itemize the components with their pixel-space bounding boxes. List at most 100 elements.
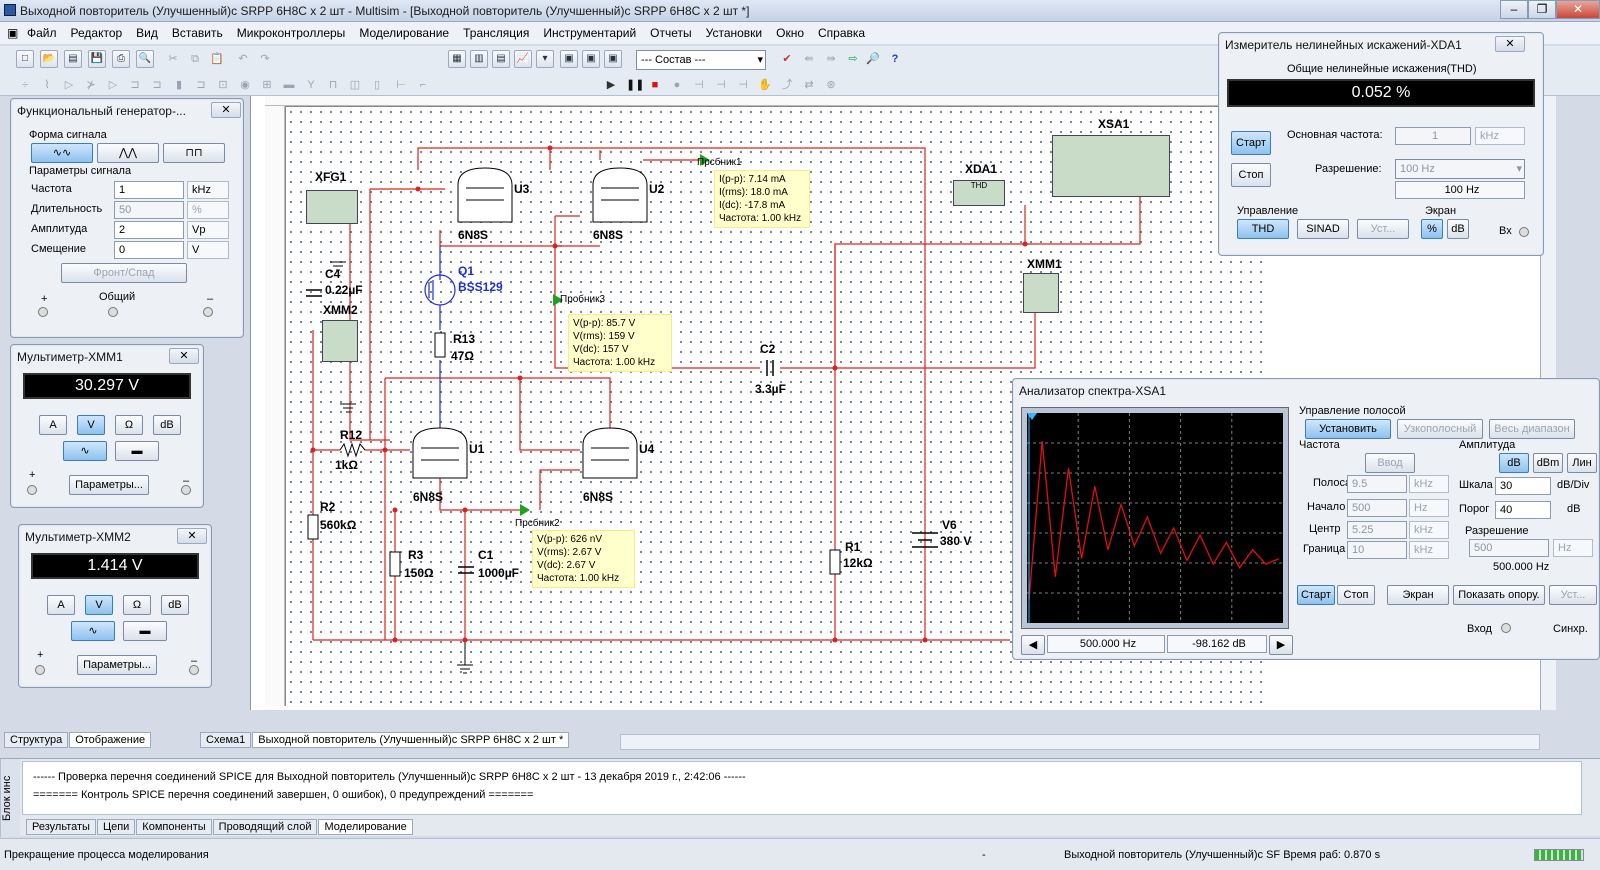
step-icon[interactable]: ⊣ bbox=[694, 79, 704, 91]
tab-current-design[interactable]: Выходной повторитель (Улучшенный)с SRPP … bbox=[252, 732, 570, 748]
mcu-icon[interactable]: ▮ bbox=[175, 79, 183, 91]
open-sample-icon[interactable]: ▤ bbox=[64, 50, 82, 68]
tab-schema1[interactable]: Схема1 bbox=[200, 732, 252, 748]
probe3-readout[interactable]: V(p-p): 85.7 V V(rms): 159 V V(dc): 157 … bbox=[568, 314, 672, 372]
hier-block-icon[interactable]: ⊢ bbox=[396, 79, 406, 91]
sa-input-terminal[interactable] bbox=[1501, 623, 1511, 633]
xmm2-plus-terminal[interactable] bbox=[35, 665, 45, 675]
sa-full-span-button[interactable]: Весь диапазон bbox=[1489, 419, 1575, 439]
fg-close-button[interactable]: ✕ bbox=[211, 102, 241, 118]
cmos-icon[interactable]: ⊐ bbox=[152, 79, 162, 91]
ni-icon[interactable]: ◫ bbox=[349, 79, 361, 91]
bom-icon[interactable]: ▣ bbox=[560, 50, 578, 68]
horizontal-scrollbar[interactable] bbox=[620, 734, 1540, 750]
xmm1-volt-button[interactable]: V bbox=[77, 415, 105, 435]
connector-icon[interactable]: ▯ bbox=[373, 79, 381, 91]
square-wave-button[interactable]: ⊓⊓ bbox=[163, 143, 225, 163]
fg-freq-unit[interactable]: kHz bbox=[187, 181, 229, 199]
xmm1-plus-terminal[interactable] bbox=[27, 485, 37, 495]
da-stop-button[interactable]: Стоп bbox=[1231, 163, 1271, 187]
da-thd-button[interactable]: THD bbox=[1237, 219, 1289, 239]
db-manager-icon[interactable]: ▤ bbox=[492, 50, 510, 68]
paste-icon[interactable]: 📋 bbox=[210, 53, 224, 65]
help-icon[interactable]: ? bbox=[891, 53, 899, 65]
fg-plus-terminal[interactable] bbox=[38, 307, 48, 317]
bus-icon[interactable]: ⌐ bbox=[419, 79, 427, 91]
xfg1-instrument[interactable] bbox=[306, 190, 358, 224]
grapher-icon[interactable]: ▦ bbox=[448, 50, 466, 68]
cut-icon[interactable]: ✂ bbox=[168, 53, 178, 65]
sa-span-input[interactable]: 9.5 bbox=[1347, 475, 1407, 493]
probe2-icon[interactable]: ✋ bbox=[758, 79, 772, 91]
menu-tools[interactable]: Инструментарий bbox=[543, 26, 637, 40]
probe3-icon[interactable]: ⤴ bbox=[781, 79, 793, 91]
back-annotate-icon[interactable]: ⇚ bbox=[804, 53, 814, 65]
xmm1-instrument[interactable] bbox=[1023, 273, 1059, 313]
sa-set-span-button[interactable]: Установить bbox=[1305, 419, 1391, 439]
xmm2-close-button[interactable]: ✕ bbox=[177, 528, 207, 544]
indicator-icon[interactable]: ◉ bbox=[240, 79, 250, 91]
xda1-instrument[interactable]: THD bbox=[953, 180, 1005, 206]
erc-icon[interactable]: ▾ bbox=[536, 50, 554, 68]
misc-icon[interactable]: ▬ bbox=[283, 79, 295, 91]
sa-end-input[interactable]: 10 bbox=[1347, 541, 1407, 559]
sa-res-input[interactable]: 500 bbox=[1469, 539, 1549, 557]
sa-db-button[interactable]: dB bbox=[1499, 453, 1529, 473]
sa-cursor-handle[interactable] bbox=[1027, 413, 1037, 420]
menu-options[interactable]: Установки bbox=[705, 26, 763, 40]
tab-results[interactable]: Результаты bbox=[26, 819, 96, 835]
pause-icon[interactable]: ❚❚ bbox=[626, 79, 645, 91]
xmm1-params-button[interactable]: Параметры... bbox=[69, 475, 149, 495]
sa-threshold-input[interactable]: 40 bbox=[1495, 501, 1551, 519]
tab-nets[interactable]: Цепи bbox=[96, 819, 136, 835]
da-fund-input[interactable]: 1 bbox=[1395, 127, 1471, 145]
fg-offset-unit[interactable]: V bbox=[187, 241, 229, 259]
redo-icon[interactable]: ↷ bbox=[260, 53, 270, 65]
fg-freq-input[interactable]: 1 bbox=[114, 181, 184, 199]
source-icon[interactable]: ÷ bbox=[21, 79, 29, 91]
xmm2-amp-button[interactable]: A bbox=[47, 595, 75, 615]
spectrum-chart[interactable] bbox=[1027, 413, 1283, 623]
da-res-combo[interactable]: 100 Hz bbox=[1395, 159, 1525, 179]
copy-icon[interactable]: ⧉ bbox=[191, 53, 199, 65]
fg-duty-input[interactable]: 50 bbox=[114, 201, 184, 219]
menu-simulate[interactable]: Моделирование bbox=[359, 26, 450, 40]
open-icon[interactable]: 📂 bbox=[40, 50, 58, 68]
menu-insert[interactable]: Вставить bbox=[171, 26, 223, 40]
fg-edge-button[interactable]: Фронт/Спад bbox=[61, 263, 187, 283]
sa-narrow-button[interactable]: Узкополосный bbox=[1397, 419, 1483, 439]
menu-file[interactable]: Файл bbox=[27, 26, 57, 40]
ttl-icon[interactable]: ⊐ bbox=[130, 79, 140, 91]
da-db-button[interactable]: dB bbox=[1447, 219, 1469, 239]
xmm1-amp-button[interactable]: A bbox=[39, 415, 67, 435]
rf-icon[interactable]: Y bbox=[307, 79, 315, 91]
xmm1-ac-button[interactable]: ∿ bbox=[63, 441, 107, 461]
postprocessor-icon[interactable]: 📈 bbox=[514, 50, 532, 68]
menu-mcu[interactable]: Микроконтроллеры bbox=[236, 26, 346, 40]
sa-dbm-button[interactable]: dBm bbox=[1533, 453, 1563, 473]
diode-icon[interactable]: ▷ bbox=[64, 79, 74, 91]
component-wizard-icon[interactable]: ▣ bbox=[582, 50, 600, 68]
fg-offset-input[interactable]: 0 bbox=[114, 241, 184, 259]
menu-view[interactable]: Вид bbox=[136, 26, 158, 40]
sa-start-button[interactable]: Старт bbox=[1297, 585, 1335, 605]
tab-copper[interactable]: Проводящий слой bbox=[212, 819, 318, 835]
new-icon[interactable]: □ bbox=[16, 50, 34, 68]
da-input-terminal[interactable] bbox=[1519, 227, 1529, 237]
undo-icon[interactable]: ↶ bbox=[238, 53, 248, 65]
sine-wave-button[interactable]: ∿∿ bbox=[31, 143, 93, 163]
sa-lin-button[interactable]: Лин bbox=[1567, 453, 1597, 473]
mdi-icon[interactable]: ▣ bbox=[7, 26, 19, 40]
da-sinad-button[interactable]: SINAD bbox=[1297, 219, 1349, 239]
xmm2-db-button[interactable]: dB bbox=[161, 595, 189, 615]
da-settings-button[interactable]: Уст... bbox=[1357, 219, 1409, 239]
print-preview-icon[interactable]: 🔍 bbox=[136, 50, 154, 68]
transistor-icon[interactable]: ⊁ bbox=[86, 79, 96, 91]
fg-amp-input[interactable]: 2 bbox=[114, 221, 184, 239]
probe2-readout[interactable]: V(p-p): 626 nV V(rms): 2.67 V V(dc): 2.6… bbox=[532, 530, 635, 588]
sa-show-ref-button[interactable]: Показать опору. bbox=[1453, 585, 1545, 605]
minimize-button[interactable]: – bbox=[1500, 0, 1528, 19]
sa-start-input[interactable]: 500 bbox=[1347, 499, 1407, 517]
fg-amp-unit[interactable]: Vp bbox=[187, 221, 229, 239]
power-icon[interactable]: ⊞ bbox=[262, 79, 272, 91]
